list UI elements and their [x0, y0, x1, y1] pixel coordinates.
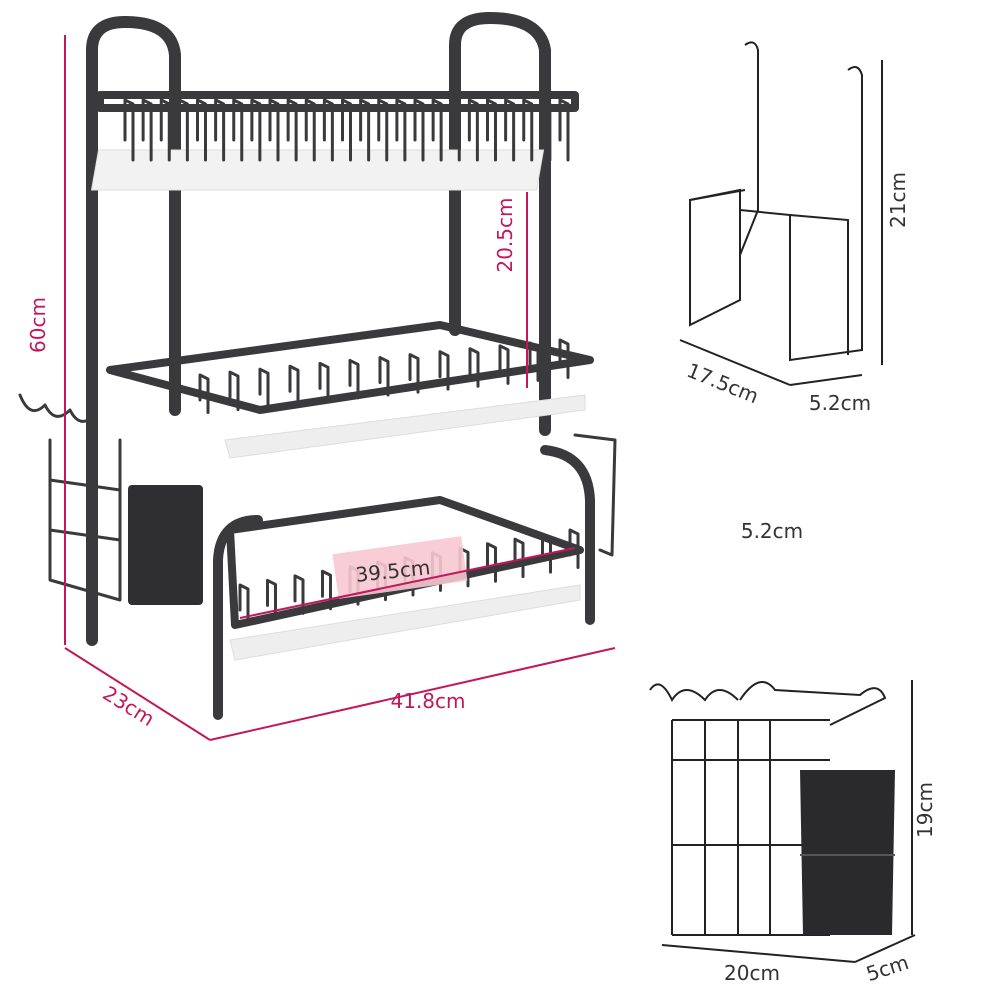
rack-wire	[413, 98, 425, 162]
rack-wire	[522, 98, 534, 162]
rack-wire	[431, 98, 443, 162]
rack-wire	[214, 98, 226, 162]
rack-wire	[568, 528, 580, 569]
cutting-board-hook-illustration	[689, 41, 863, 362]
rack-wire	[196, 98, 207, 162]
caddy-depth-line	[854, 934, 916, 963]
rack-wire	[141, 98, 153, 162]
rack-wire	[321, 569, 332, 611]
width-dimension-line	[209, 647, 616, 741]
width-label: 41.8cm	[390, 689, 465, 713]
rack-wire	[513, 537, 525, 579]
rack-wire	[540, 98, 552, 162]
rack-wire	[177, 98, 189, 162]
hook-length-label: 17.5cm	[683, 358, 762, 408]
rack-wire	[486, 542, 497, 583]
middle-drip-tray	[224, 394, 586, 459]
inner-width-highlight	[332, 536, 468, 599]
hook-length-line	[679, 339, 791, 386]
rack-wire	[123, 98, 135, 162]
rack-wire	[159, 98, 171, 162]
hook-height-label: 21cm	[886, 172, 910, 228]
rack-wire	[541, 533, 552, 574]
rack-wire	[558, 98, 570, 162]
rack-wire	[348, 358, 360, 400]
rack-wire	[359, 98, 371, 162]
rack-wire	[468, 347, 480, 388]
utensil-caddy-illustration	[649, 681, 895, 936]
rack-wire	[268, 98, 280, 162]
rack-wire	[558, 338, 570, 379]
tier-gap-label: 20.5cm	[493, 197, 517, 272]
caddy-width-label: 20cm	[724, 961, 780, 985]
rack-wire	[258, 367, 270, 409]
rack-wire	[266, 578, 277, 620]
bottom-drip-tray	[229, 584, 581, 661]
top-drip-tray	[90, 149, 545, 191]
extra-width-label: 5.2cm	[741, 519, 803, 543]
rack-wire	[498, 344, 510, 385]
utensil-cup	[128, 485, 203, 605]
rack-wire	[238, 583, 250, 624]
hook-width-label: 5.2cm	[809, 391, 871, 415]
rack-wire	[395, 98, 407, 162]
rack-wire	[250, 98, 262, 162]
rack-wire	[198, 373, 210, 414]
rack-wire	[449, 98, 461, 162]
rack-wire	[228, 370, 240, 412]
caddy-width-line	[661, 944, 856, 963]
hook-width-line	[789, 374, 863, 386]
height-label: 60cm	[26, 297, 50, 353]
rack-wire	[288, 364, 300, 406]
rack-wire	[318, 361, 330, 403]
rack-wire	[293, 574, 305, 615]
rack-wire	[486, 98, 497, 162]
rack-wire	[528, 341, 540, 382]
rack-wire	[341, 98, 352, 162]
rack-wire	[504, 98, 516, 162]
rack-wire	[408, 353, 420, 394]
rack-wire	[286, 98, 298, 162]
rack-wire	[377, 98, 389, 162]
utensil-cup	[800, 770, 895, 935]
rack-wire	[304, 98, 316, 162]
rack-wire	[322, 98, 334, 162]
inner-width-line	[239, 547, 576, 619]
rack-wire	[438, 350, 450, 391]
caddy-height-label: 19cm	[913, 782, 937, 838]
rack-wire	[467, 98, 479, 162]
rack-wire	[378, 356, 390, 397]
dish-rack-illustration	[18, 12, 617, 720]
rack-wire	[232, 98, 244, 162]
depth-dimension-line	[64, 647, 211, 741]
